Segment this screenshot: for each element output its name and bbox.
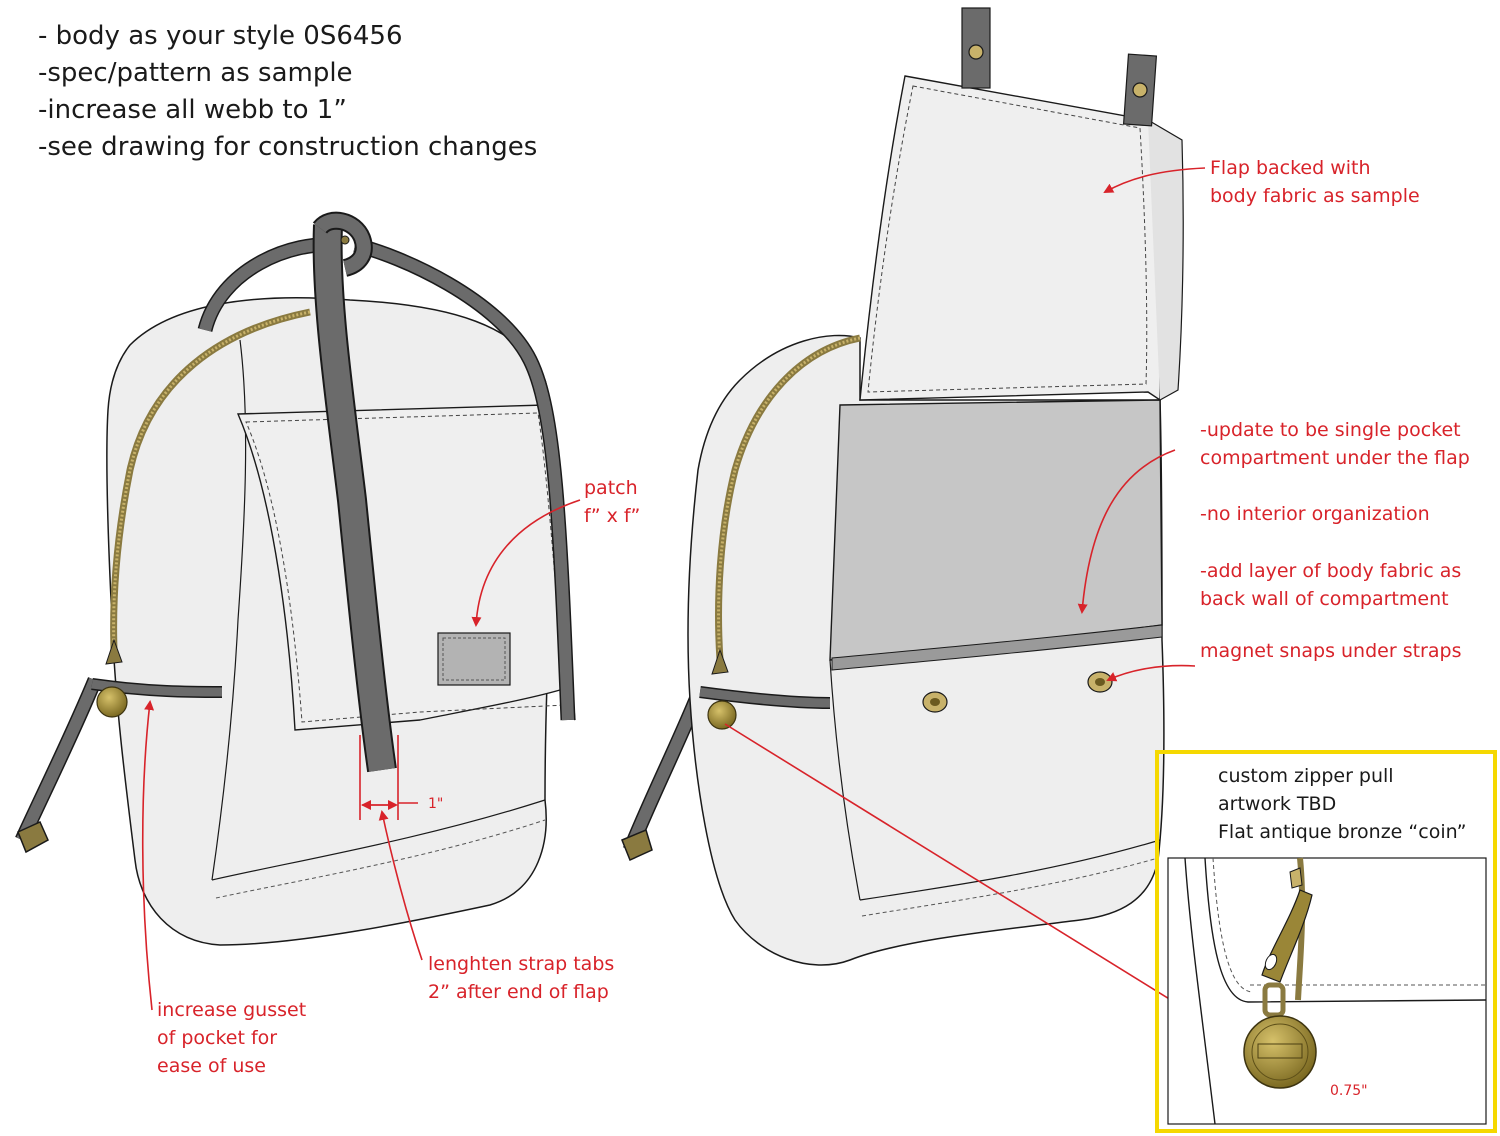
callout-single-pocket: compartment under the flap bbox=[1200, 447, 1470, 469]
zipper-pull-detail bbox=[1155, 750, 1497, 1133]
zipper-pull-note: artwork TBD bbox=[1218, 793, 1337, 815]
zipper-pull-dimension: 0.75" bbox=[1330, 1083, 1368, 1099]
callout-single-pocket: -update to be single pocket bbox=[1200, 419, 1461, 441]
zipper-pull-note: custom zipper pull bbox=[1218, 765, 1394, 787]
callout-gusset: ease of use bbox=[157, 1055, 266, 1077]
callout-back-wall: back wall of compartment bbox=[1200, 588, 1449, 610]
general-note: - body as your style 0S6456 bbox=[38, 21, 403, 51]
callout-flap: Flap backed with bbox=[1210, 157, 1371, 179]
general-note: -increase all webb to 1” bbox=[38, 95, 347, 125]
backpack-closed-view bbox=[15, 211, 576, 946]
callout-lengthen-tabs-detail: 2” after end of flap bbox=[428, 981, 609, 1003]
callout-patch: patch bbox=[584, 477, 638, 499]
left-annotation-lines bbox=[141, 499, 581, 1011]
callout-gusset: increase gusset bbox=[157, 999, 307, 1021]
zipper-pull-note: Flat antique bronze “coin” bbox=[1218, 821, 1467, 843]
general-note: -spec/pattern as sample bbox=[38, 58, 353, 88]
callout-magnet-snaps: magnet snaps under straps bbox=[1200, 640, 1462, 662]
callout-back-wall: -add layer of body fabric as bbox=[1200, 560, 1462, 582]
callout-strap-width: 1" bbox=[428, 796, 444, 812]
callout-patch-size: f” x f” bbox=[584, 505, 641, 527]
callout-flap: body fabric as sample bbox=[1210, 185, 1420, 207]
callout-gusset: of pocket for bbox=[157, 1027, 278, 1049]
callout-no-organization: -no interior organization bbox=[1200, 503, 1430, 525]
general-note: -see drawing for construction changes bbox=[38, 132, 538, 162]
backpack-open-view bbox=[621, 7, 1184, 966]
callout-lengthen-tabs: lenghten strap tabs bbox=[428, 953, 615, 975]
